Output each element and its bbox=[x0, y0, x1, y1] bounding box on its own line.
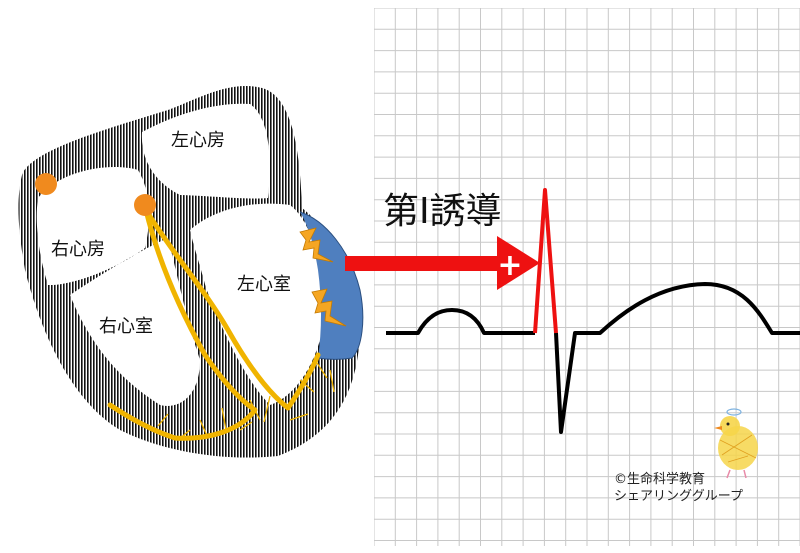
av-node bbox=[134, 194, 156, 216]
lightning-bolt-icon bbox=[299, 227, 334, 263]
lead-arrow-icon bbox=[345, 236, 540, 290]
right-ventricle-label: 右心室 bbox=[99, 316, 153, 337]
credit-line-1: ©生命科学教育 bbox=[614, 471, 705, 487]
ecg-r-wave bbox=[533, 188, 558, 334]
ecg-baseline-p-wave bbox=[386, 308, 535, 335]
right-atrium-label: 右心房 bbox=[51, 239, 105, 260]
left-atrium-label: 左心房 bbox=[171, 130, 225, 151]
lightning-bolt-icon bbox=[311, 288, 347, 327]
purkinje-fibers bbox=[157, 359, 335, 441]
electrode-plus-sign: + bbox=[497, 248, 522, 283]
lead-title: 第Ⅰ誘導 bbox=[383, 191, 502, 232]
chick-mascot-icon bbox=[714, 408, 758, 479]
left-ventricle-label: 左心室 bbox=[237, 274, 291, 295]
credit-line-2: シェアリンググループ bbox=[614, 489, 743, 504]
ecg-s-wave-st-t-wave bbox=[554, 282, 800, 434]
left-ventricle-wall-outline bbox=[299, 211, 364, 360]
conduction-system bbox=[107, 207, 321, 441]
sa-node bbox=[35, 173, 57, 195]
